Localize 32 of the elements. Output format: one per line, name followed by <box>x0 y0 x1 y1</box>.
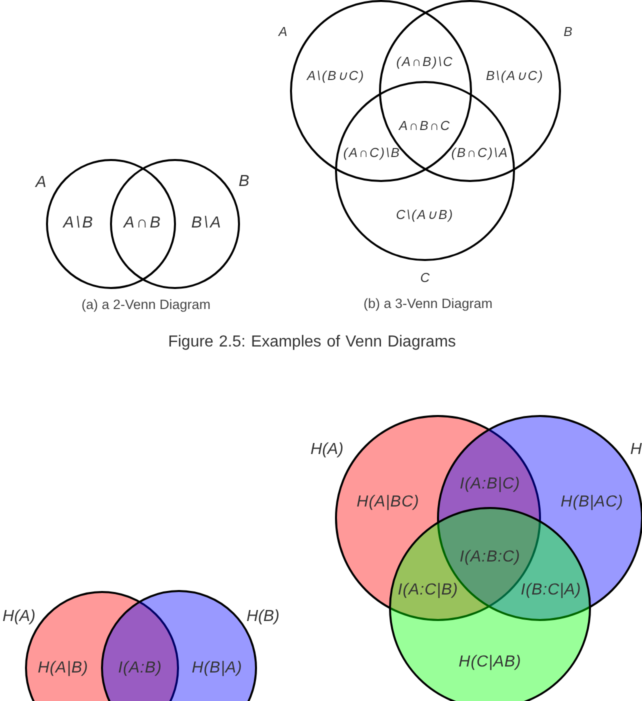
region-label: H(A|B) <box>38 658 88 678</box>
set-label: A <box>277 24 288 40</box>
set-label: B <box>238 172 250 192</box>
region-label: B\A <box>191 213 223 233</box>
region-label: (A∩C)\B <box>343 145 401 161</box>
region-label: A\B <box>63 213 95 233</box>
region-label: B\(A∪C) <box>486 68 544 84</box>
region-label: A∩B <box>124 213 162 233</box>
region-label: A∩B∩C <box>399 118 451 134</box>
set-label: H(A) <box>2 607 36 627</box>
region-label: I(A:B:C) <box>460 547 520 567</box>
region-label: A\(B∪C) <box>306 68 366 84</box>
set-label: H(B) <box>246 607 280 627</box>
set-label: B <box>562 24 574 40</box>
set-label: H(A) <box>310 440 344 460</box>
figure-caption: Figure 2.5: Examples of Venn Diagrams <box>168 332 456 352</box>
region-label: I(B:C|A) <box>520 580 582 600</box>
region-label: I(A:B) <box>118 658 162 678</box>
region-label: I(A:B|C) <box>460 474 520 494</box>
subfigure-caption: (b) a 3-Venn Diagram <box>363 296 493 312</box>
region-label: (A∩B)\C <box>396 54 454 70</box>
region-label: H(C|AB) <box>458 652 522 672</box>
region-label: H(A|BC) <box>356 492 420 512</box>
region-label: C\(A∪B) <box>396 207 454 223</box>
region-label: (B∩C)\A <box>451 145 509 161</box>
region-label: I(A:C|B) <box>398 580 458 600</box>
set-label: C <box>419 270 431 286</box>
region-label: H(B|A) <box>192 658 242 678</box>
subfigure-caption: (a) a 2-Venn Diagram <box>81 296 211 314</box>
region-label: H(B|AC) <box>560 492 624 512</box>
set-label: H <box>630 440 642 460</box>
set-label: A <box>34 173 48 193</box>
